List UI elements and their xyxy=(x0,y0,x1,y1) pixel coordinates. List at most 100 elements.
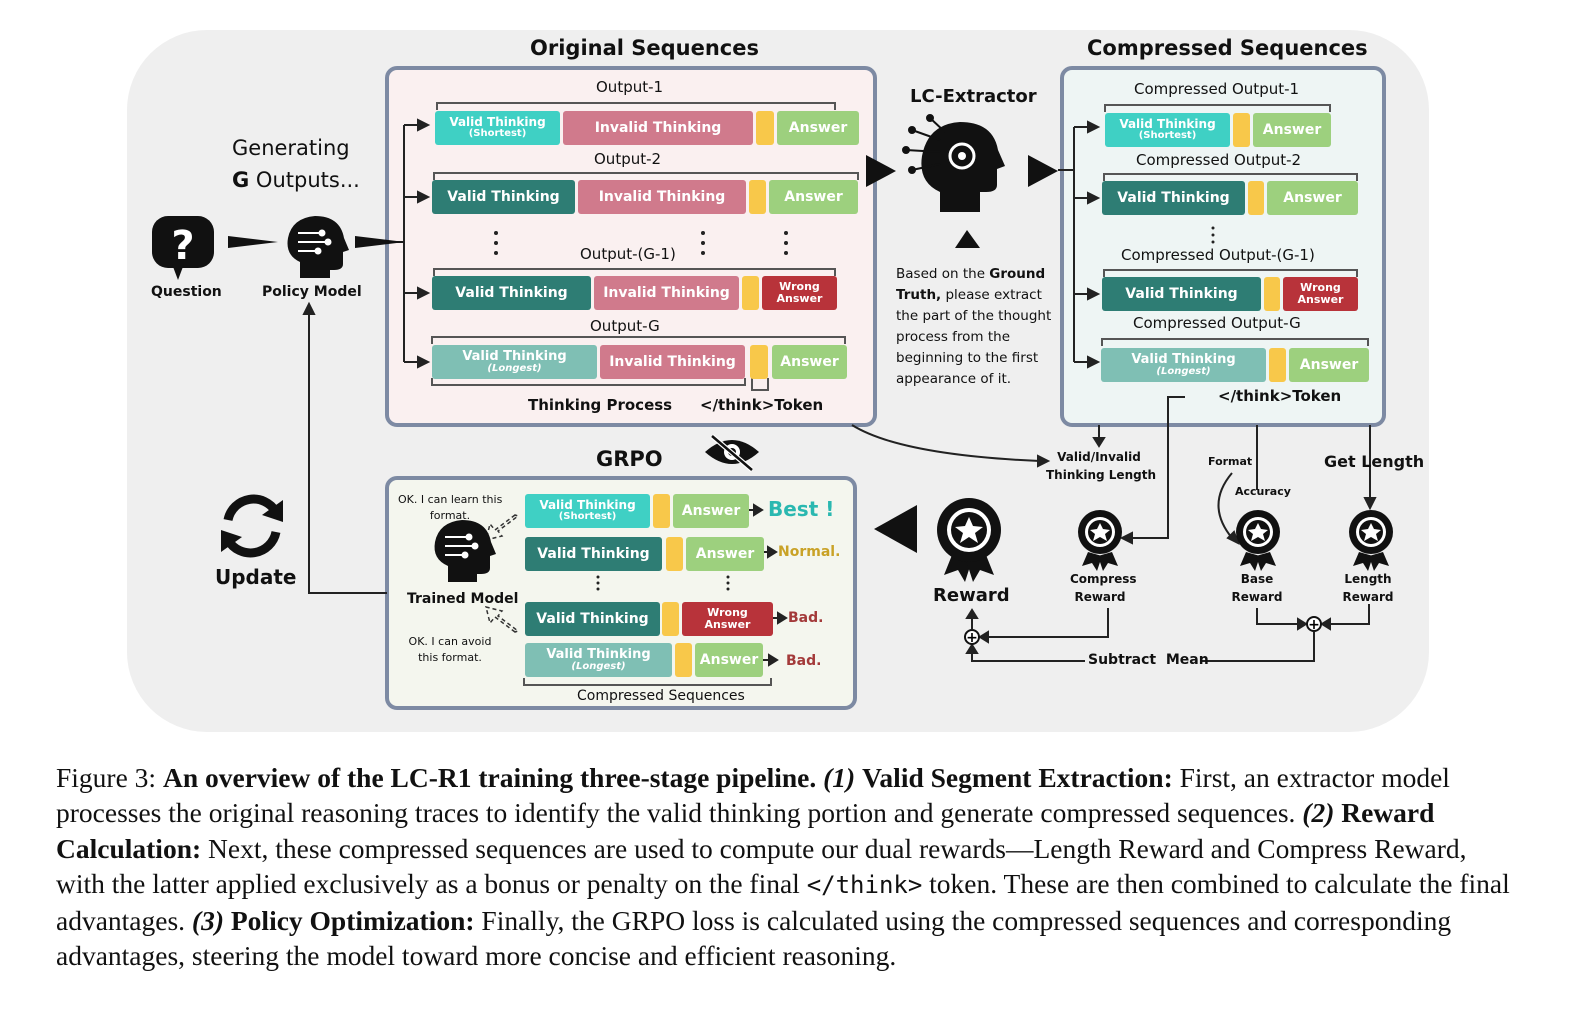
compressed-output-g-label: Compressed Output-G xyxy=(1133,314,1301,332)
caption-step-2-number: (2) xyxy=(1302,797,1335,829)
think-token-label: </think>Token xyxy=(700,396,824,414)
valid-thinking-shortest: Valid Thinking(Shortest) xyxy=(1105,113,1230,147)
output-g-label: Output-G xyxy=(590,317,660,335)
valid-thinking-longest: Valid Thinking(Longest) xyxy=(1101,348,1266,382)
caption-step-1-text: First, an extractor model processes the … xyxy=(56,762,1450,829)
answer-segment: Answer xyxy=(1289,348,1369,382)
answer-segment: Answer xyxy=(1267,181,1358,215)
valid-thinking: Valid Thinking xyxy=(432,180,575,214)
output-2-label: Output-2 xyxy=(594,150,662,168)
svg-text:+: + xyxy=(1308,617,1320,633)
answer-segment: Answer xyxy=(772,345,847,379)
caption-step-3-title: Policy Optimization: xyxy=(230,905,475,937)
original-brackets xyxy=(431,102,859,391)
caption-step-2-text: Next, these compressed sequences are use… xyxy=(56,832,1467,899)
update-loop xyxy=(302,301,387,594)
invalid-thinking: Invalid Thinking xyxy=(600,345,745,379)
think-token-segment xyxy=(1248,181,1264,215)
caption-step-3-number: (3) xyxy=(191,905,224,937)
ellipsis-dots xyxy=(494,226,1215,591)
grpo-title: GRPO xyxy=(596,447,663,471)
think-token-segment xyxy=(749,180,766,214)
valid-thinking-shortest: Valid Thinking(Shortest) xyxy=(435,111,560,145)
refresh-icon xyxy=(223,494,281,558)
question-icon: ? xyxy=(152,216,214,280)
trained-model-icon xyxy=(434,520,496,582)
normal-label: Normal. xyxy=(778,544,841,560)
lc-extractor-title: LC-Extractor xyxy=(910,86,1037,107)
compressed-brackets xyxy=(1101,104,1369,346)
caption-step-1-number: (1) xyxy=(823,762,856,793)
compressed-output-2-label: Compressed Output-2 xyxy=(1136,151,1302,169)
grpo-valid-thinking: Valid Thinking xyxy=(525,537,662,571)
compressed-output-1-label: Compressed Output-1 xyxy=(1134,80,1300,98)
format-label: Format xyxy=(1208,455,1253,468)
grpo-valid-thinking: Valid Thinking xyxy=(525,602,660,636)
original-panel xyxy=(385,66,877,427)
think-token-segment xyxy=(653,494,670,528)
bad-label: Bad. xyxy=(786,653,822,669)
valid-thinking-longest: Valid Thinking(Longest) xyxy=(432,345,597,379)
caption-step-3-text: Finally, the GRPO loss is calculated usi… xyxy=(56,905,1452,972)
answer-segment: Answer xyxy=(777,111,859,145)
base-reward-icon xyxy=(1236,510,1280,571)
output-1-label: Output-1 xyxy=(596,78,664,96)
update-label: Update xyxy=(215,565,297,589)
valid-thinking: Valid Thinking xyxy=(1102,181,1245,215)
length-reward-icon xyxy=(1349,510,1393,571)
trained-model-label: Trained Model xyxy=(407,591,519,607)
output-g-1-label: Output-(G-1) xyxy=(580,245,676,263)
caption-step-1-title: Valid Segment Extraction: xyxy=(862,762,1173,793)
policy-model-icon xyxy=(287,216,349,278)
think-token-segment xyxy=(1233,113,1250,147)
think-token-segment xyxy=(1269,348,1286,382)
invalid-thinking: Invalid Thinking xyxy=(594,276,739,310)
subtract-mean-label: Subtract Mean xyxy=(1088,652,1209,668)
invalid-thinking: Invalid Thinking xyxy=(578,180,746,214)
grpo-valid-thinking-shortest: Valid Thinking(Shortest) xyxy=(525,494,650,528)
bad-label: Bad. xyxy=(788,610,824,626)
outputs-label: G Outputs... xyxy=(232,168,360,192)
sum-node-right xyxy=(1306,616,1322,632)
answer-segment: Answer xyxy=(673,494,749,528)
invalid-thinking: Invalid Thinking xyxy=(563,111,753,145)
extractor-instruction: Based on the Ground Truth, please extrac… xyxy=(896,266,1052,387)
original-title: Original Sequences xyxy=(530,36,760,60)
policy-model-label: Policy Model xyxy=(262,284,362,300)
question-label: Question xyxy=(151,284,222,300)
think-token-segment xyxy=(742,276,759,310)
pipeline-figure: + + ? xyxy=(127,30,1429,732)
answer-segment: Answer xyxy=(695,643,763,677)
sum-node-left xyxy=(964,629,980,645)
reward-label: Reward xyxy=(933,585,1010,606)
caption-step-2-title: Reward Calculation: xyxy=(56,797,1435,864)
compress-reward-icon xyxy=(1078,510,1122,571)
accuracy-label: Accuracy xyxy=(1235,485,1291,498)
compressed-fanout xyxy=(1058,120,1101,369)
think-token-segment xyxy=(675,643,692,677)
answer-segment: Answer xyxy=(1253,113,1331,147)
answer-segment: Answer xyxy=(769,180,858,214)
flow-triangles xyxy=(228,155,1058,553)
generating-label: Generating xyxy=(232,136,350,160)
best-label: Best ! xyxy=(768,497,835,521)
svg-text:+: + xyxy=(966,630,978,646)
caption-figure-number: Figure 3: xyxy=(56,762,163,793)
compressed-think-token-label: </think>Token xyxy=(1218,387,1342,405)
figure-caption: Figure 3: An overview of the LC-R1 train… xyxy=(56,760,1516,974)
lc-extractor-icon xyxy=(902,114,1005,212)
grpo-result-arrows xyxy=(749,503,788,667)
valid-thinking: Valid Thinking xyxy=(432,276,591,310)
valid-thinking: Valid Thinking xyxy=(1102,277,1261,311)
think-token-segment xyxy=(756,111,774,145)
dashed-arrows xyxy=(484,514,520,633)
compressed-output-g-1-label: Compressed Output-(G-1) xyxy=(1121,246,1315,264)
compressed-panel xyxy=(1060,66,1386,427)
